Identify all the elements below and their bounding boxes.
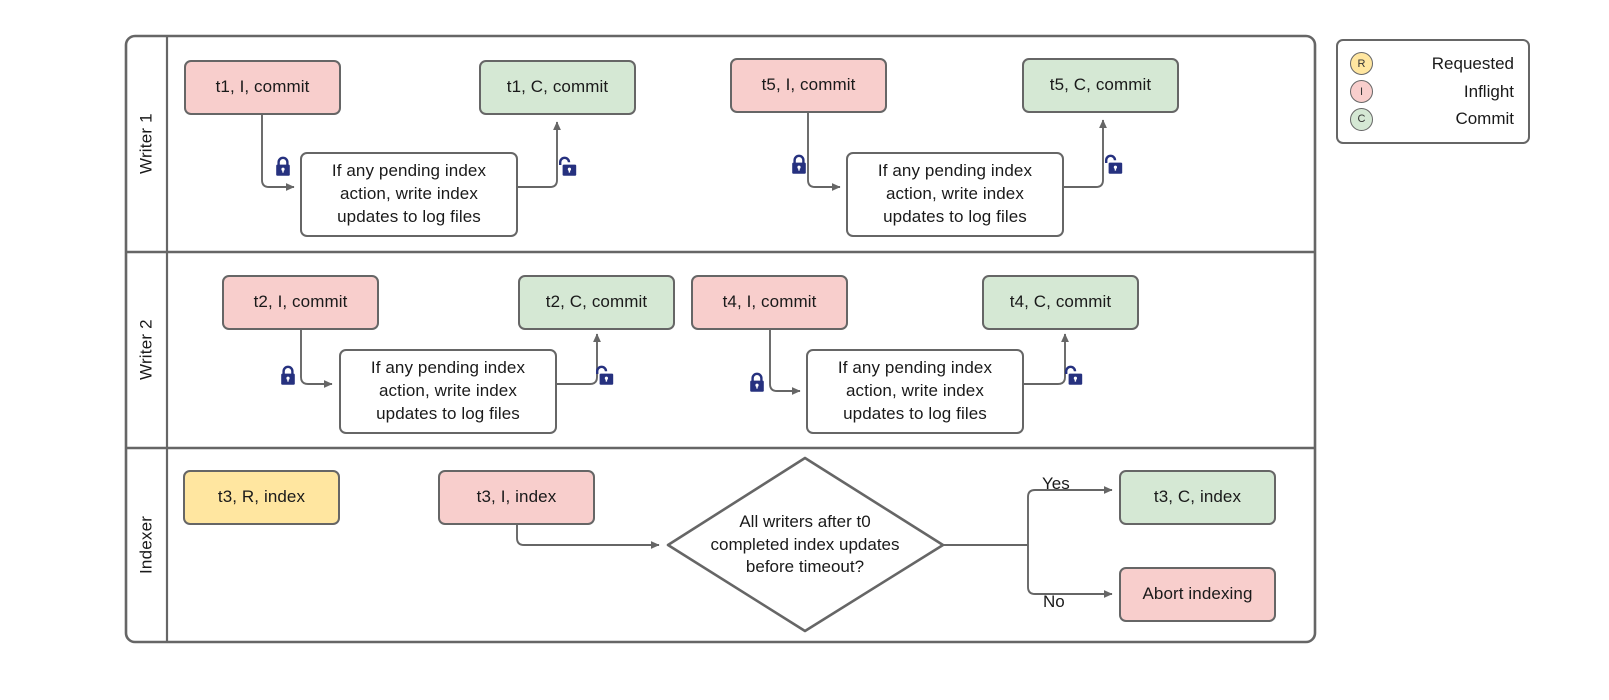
connector-w1-t1-inflight-to-process	[261, 115, 295, 191]
lock-closed-icon	[747, 371, 767, 393]
legend-item-commit: C Commit	[1350, 106, 1514, 132]
legend-badge-requested-icon: R	[1350, 52, 1373, 76]
lane-label-writer2: Writer 2	[136, 319, 156, 381]
node-w1-t1-process[interactable]: If any pending index action, write index…	[300, 152, 518, 237]
legend-badge-inflight-icon: I	[1350, 80, 1373, 103]
connector-decision-split	[943, 486, 1113, 598]
node-indexer-t3-requested[interactable]: t3, R, index	[183, 470, 340, 525]
lock-open-icon	[1103, 153, 1123, 175]
lock-open-icon	[557, 155, 577, 177]
decision-diamond	[666, 456, 945, 633]
node-w2-t2-inflight[interactable]: t2, I, commit	[222, 275, 379, 330]
connector-w2-t2-process-to-commit	[557, 333, 601, 385]
node-w1-t1-commit[interactable]: t1, C, commit	[479, 60, 636, 115]
node-w2-t4-commit[interactable]: t4, C, commit	[982, 275, 1139, 330]
swimlane-frame	[124, 34, 1317, 644]
node-w2-t2-commit[interactable]: t2, C, commit	[518, 275, 675, 330]
node-indexer-t3-commit[interactable]: t3, C, index	[1119, 470, 1276, 525]
node-w1-t5-process[interactable]: If any pending index action, write index…	[846, 152, 1064, 237]
legend-panel: R Requested I Inflight C Commit	[1336, 39, 1530, 144]
legend-badge-commit-icon: C	[1350, 107, 1373, 131]
node-w2-t4-inflight[interactable]: t4, I, commit	[691, 275, 848, 330]
edge-label-yes: Yes	[1042, 474, 1070, 493]
connector-w2-t4-process-to-commit	[1024, 333, 1069, 385]
lock-closed-icon	[273, 155, 293, 177]
node-indexer-t3-inflight[interactable]: t3, I, index	[438, 470, 595, 525]
legend-item-requested: R Requested	[1350, 51, 1514, 77]
lock-closed-icon	[278, 364, 298, 386]
lane-label-indexer: Indexer	[136, 515, 156, 575]
node-w2-t2-process[interactable]: If any pending index action, write index…	[339, 349, 557, 434]
connector-w1-t5-inflight-to-process	[807, 113, 841, 191]
edge-label-no: No	[1043, 592, 1065, 611]
lane-label-writer1: Writer 1	[136, 113, 156, 175]
node-w1-t5-inflight[interactable]: t5, I, commit	[730, 58, 887, 113]
legend-label-inflight: Inflight	[1463, 81, 1514, 101]
legend-label-commit: Commit	[1455, 109, 1514, 129]
connector-indexer-inflight-to-decision	[516, 524, 660, 549]
legend-item-inflight: I Inflight	[1350, 79, 1514, 105]
connector-w1-t1-process-to-commit	[518, 121, 561, 188]
connector-w2-t2-inflight-to-process	[300, 329, 333, 388]
lock-open-icon	[594, 364, 614, 386]
lock-open-icon	[1063, 364, 1083, 386]
node-w1-t5-commit[interactable]: t5, C, commit	[1022, 58, 1179, 113]
node-w1-t1-inflight[interactable]: t1, I, commit	[184, 60, 341, 115]
connector-w1-t5-process-to-commit	[1064, 119, 1107, 188]
node-w2-t4-process[interactable]: If any pending index action, write index…	[806, 349, 1024, 434]
lock-closed-icon	[789, 153, 809, 175]
connector-w2-t4-inflight-to-process	[769, 329, 801, 395]
legend-label-requested: Requested	[1431, 53, 1514, 73]
node-indexer-abort[interactable]: Abort indexing	[1119, 567, 1276, 622]
